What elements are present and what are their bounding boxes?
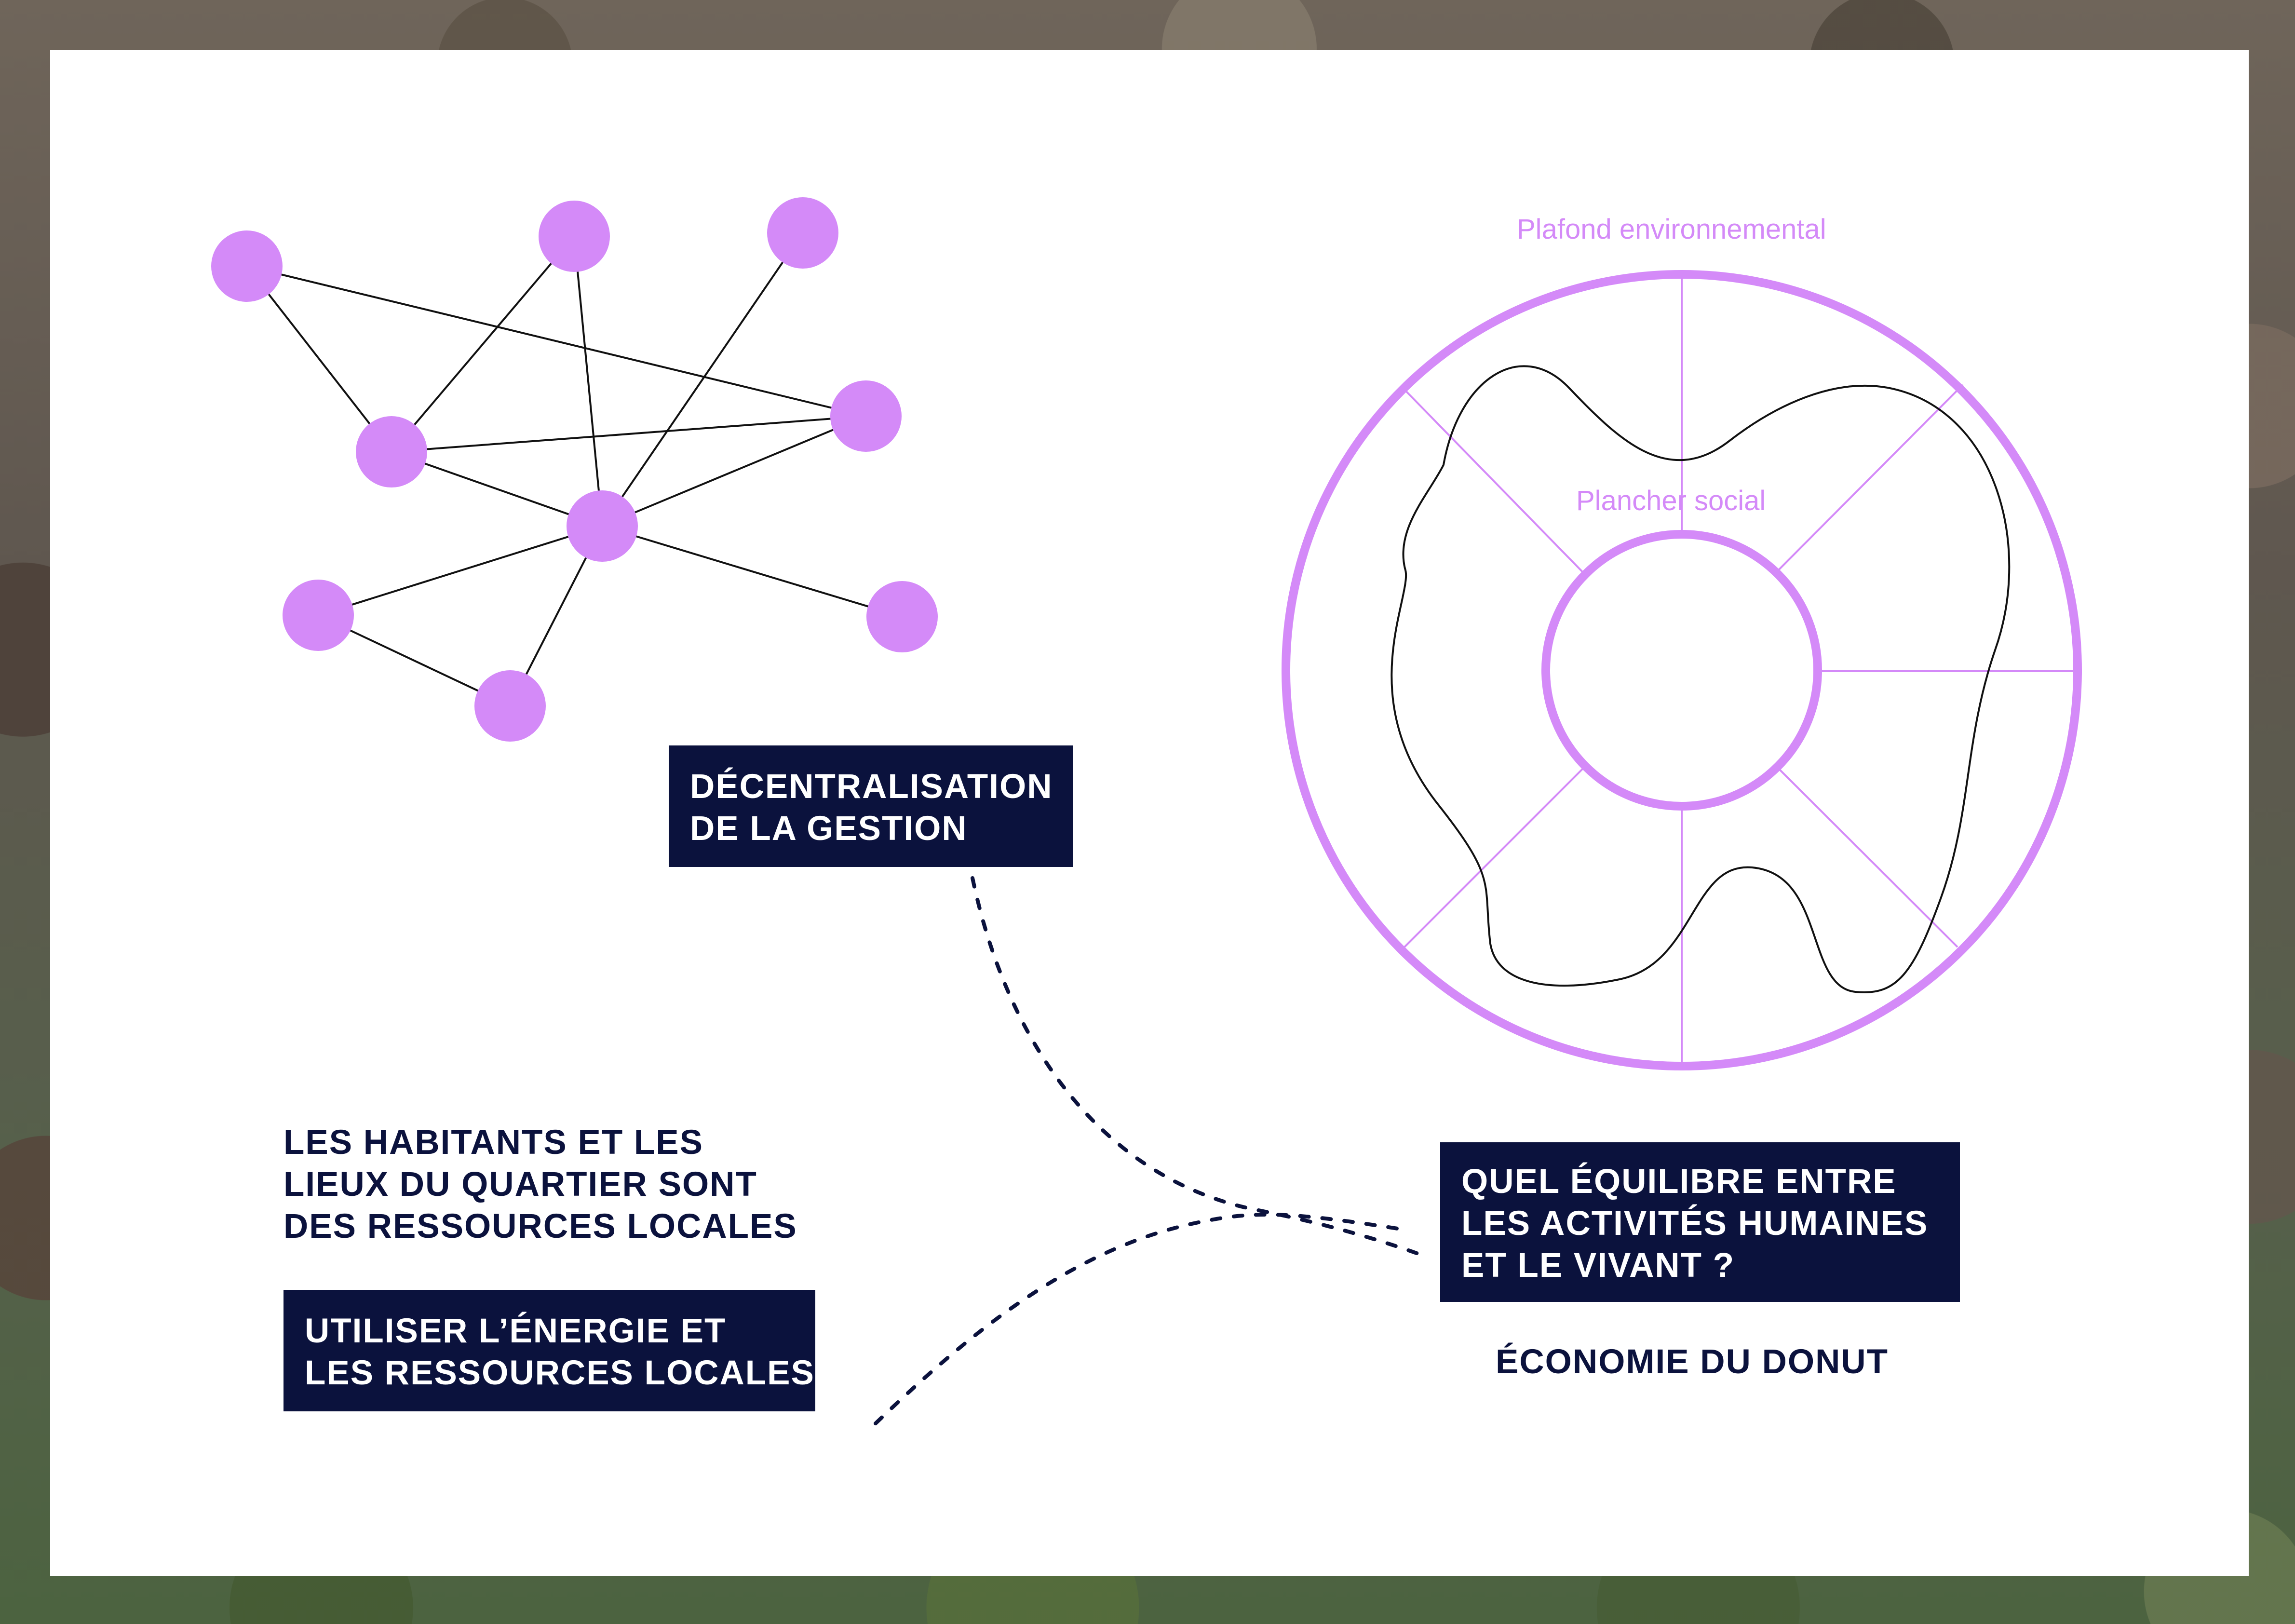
outer-ring xyxy=(1282,270,2082,1070)
network-node xyxy=(567,490,638,562)
network-node xyxy=(283,580,354,651)
network-edge xyxy=(391,451,603,527)
network-node xyxy=(211,230,283,302)
network-node xyxy=(474,670,546,742)
local-resources-line-2: LIEUX DU QUARTIER SONT xyxy=(284,1165,757,1204)
network-edge xyxy=(573,236,603,527)
local-energy-box: UTILISER L’ÉNERGIE ET LES RESSOURCES LOC… xyxy=(284,1290,815,1411)
network-nodes xyxy=(211,197,938,742)
question-box: QUEL ÉQUILIBRE ENTRE LES ACTIVITÉS HUMAI… xyxy=(1440,1142,1960,1302)
plafond-label: Plafond environnemental xyxy=(1517,214,1826,245)
plancher-label: Plancher social xyxy=(1576,485,1766,516)
local-resources-text: LES HABITANTS ET LES LIEUX DU QUARTIER S… xyxy=(284,1122,843,1247)
dotted-connector-top xyxy=(971,876,1421,1256)
question-line-1: QUEL ÉQUILIBRE ENTRE xyxy=(1461,1163,1897,1201)
question-line-3: ET LE VIVANT ? xyxy=(1461,1246,1735,1285)
inner-ring xyxy=(1541,530,1822,811)
network-edge xyxy=(246,265,392,453)
network-edge xyxy=(391,235,575,453)
decentralisation-line-1: DÉCENTRALISATION xyxy=(690,768,1053,806)
network-node xyxy=(830,380,902,452)
donut-segment-line xyxy=(1401,764,1588,950)
blob-outline xyxy=(1390,365,2011,993)
network-node xyxy=(767,197,838,269)
network-edge xyxy=(318,525,603,616)
local-energy-line-1: UTILISER L’ÉNERGIE ET xyxy=(305,1312,727,1350)
network-edge xyxy=(602,525,903,618)
network-node xyxy=(356,416,427,487)
network-edge xyxy=(602,415,866,527)
main-diagram xyxy=(211,197,2082,1425)
donut-caption: ÉCONOMIE DU DONUT xyxy=(1496,1343,1889,1381)
network-node xyxy=(866,581,938,652)
network-edge xyxy=(601,232,804,527)
local-resources-line-3: DES RESSOURCES LOCALES xyxy=(284,1207,797,1245)
decentralisation-line-2: DE LA GESTION xyxy=(690,810,968,848)
donut-segment-line xyxy=(1404,389,1588,577)
local-resources-line-1: LES HABITANTS ET LES xyxy=(284,1123,703,1162)
donut-segment-line xyxy=(1773,384,1964,576)
question-line-2: LES ACTIVITÉS HUMAINES xyxy=(1461,1204,1929,1243)
donut-segment-line xyxy=(1774,764,1958,948)
network-edge xyxy=(246,265,866,417)
network-node xyxy=(539,201,610,272)
network-edge xyxy=(391,415,866,453)
donut-diagram xyxy=(1282,270,2082,1070)
local-energy-line-2: LES RESSOURCES LOCALES xyxy=(305,1354,815,1392)
white-card: DÉCENTRALISATION DE LA GESTION LES HABIT… xyxy=(50,50,2249,1576)
decentralisation-box: DÉCENTRALISATION DE LA GESTION xyxy=(669,745,1073,867)
dotted-connector-bottom xyxy=(874,1213,1412,1425)
